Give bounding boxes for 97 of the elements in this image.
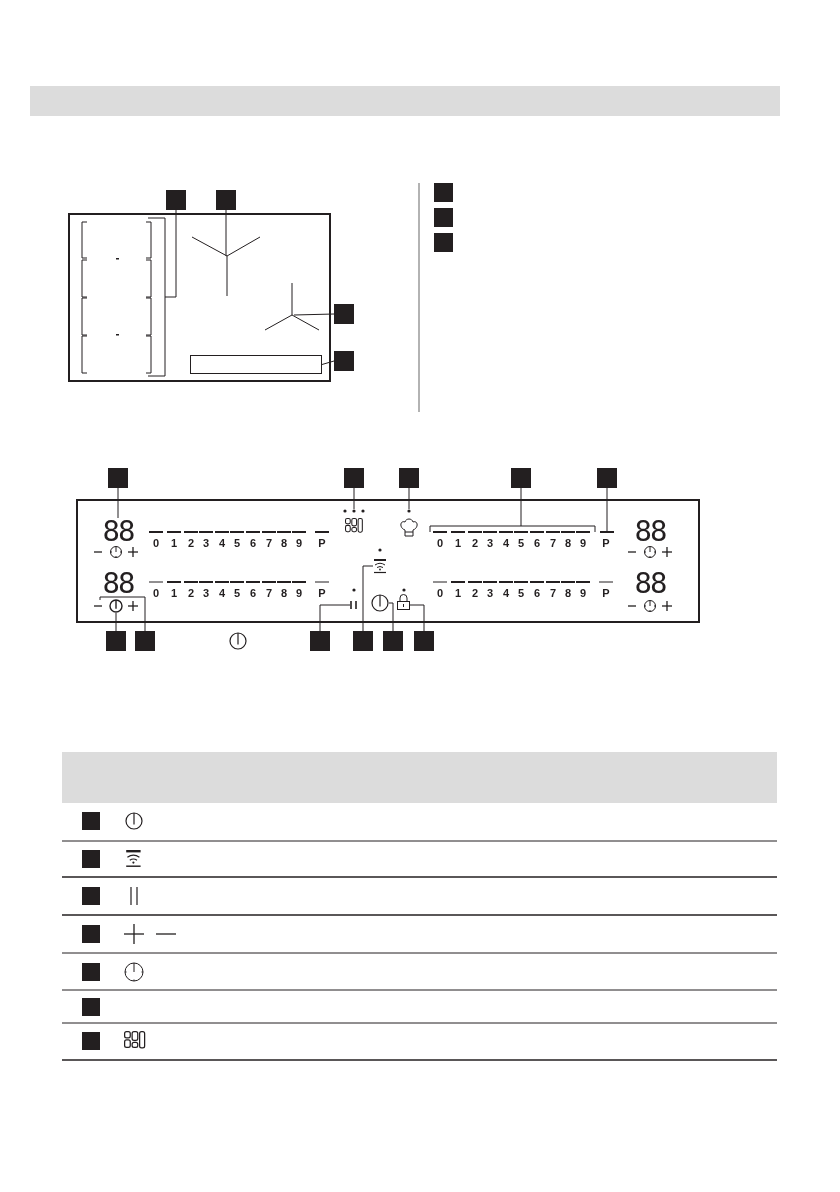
- level-number: 2: [187, 537, 195, 549]
- level-number: 6: [249, 587, 257, 599]
- level-number: 7: [549, 587, 557, 599]
- level-number: 7: [265, 537, 273, 549]
- callout-marker: [344, 468, 364, 488]
- level-number: 7: [265, 587, 273, 599]
- digit-display: 88: [632, 518, 668, 544]
- level-number: 5: [517, 587, 525, 599]
- leader-line: [409, 604, 425, 632]
- callout-marker: [434, 208, 453, 227]
- leader-line: [520, 487, 522, 527]
- bracket: [99, 596, 146, 601]
- indicator-dot: [407, 509, 411, 513]
- callout-marker: [106, 631, 126, 651]
- leader-line: [117, 487, 119, 519]
- timer-icon: [109, 599, 123, 613]
- leader-line: [388, 602, 394, 632]
- callout-marker: [82, 998, 100, 1016]
- level-number: 1: [454, 587, 462, 599]
- leader-line: [362, 565, 374, 632]
- level-number: 5: [233, 537, 241, 549]
- level-number: 5: [233, 587, 241, 599]
- cooking-zone-marker: [191, 236, 261, 297]
- power-icon: [371, 594, 389, 612]
- level-number: 8: [564, 587, 572, 599]
- level-number: 4: [218, 587, 226, 599]
- callout-marker: [82, 963, 100, 981]
- level-number: 9: [295, 587, 303, 599]
- callout-marker: [383, 631, 403, 651]
- level-number: 6: [249, 537, 257, 549]
- level-number: 3: [202, 587, 210, 599]
- leader-line: [164, 209, 177, 298]
- level-number: P: [318, 537, 326, 549]
- callout-marker: [434, 183, 453, 202]
- level-number: 3: [202, 537, 210, 549]
- callout-marker: [82, 1032, 100, 1050]
- level-number: 4: [218, 537, 226, 549]
- callout-marker: [82, 812, 100, 830]
- level-number: 8: [280, 587, 288, 599]
- shaded-band: [62, 752, 777, 803]
- level-number: 4: [502, 587, 510, 599]
- bracket: [429, 525, 596, 533]
- callout-marker: [108, 468, 128, 488]
- level-number: 0: [436, 587, 444, 599]
- callout-marker: [597, 468, 617, 488]
- shaded-band: [30, 86, 780, 116]
- level-number: 0: [152, 537, 160, 549]
- leader-line: [606, 487, 608, 532]
- leader-line: [144, 596, 146, 632]
- leader-line: [321, 360, 335, 365]
- callout-marker: [82, 925, 100, 943]
- level-number: 9: [579, 537, 587, 549]
- callout-marker: [353, 631, 373, 651]
- callout-marker: [414, 631, 434, 651]
- level-number: 1: [170, 587, 178, 599]
- leader-line: [408, 487, 410, 510]
- level-number: 6: [533, 587, 541, 599]
- digit-display: 88: [632, 570, 668, 596]
- callout-marker: [135, 631, 155, 651]
- level-number: 8: [564, 537, 572, 549]
- digit-display: 88: [100, 518, 136, 544]
- level-number: 9: [579, 587, 587, 599]
- callout-marker: [166, 190, 186, 210]
- leader-line: [353, 487, 355, 510]
- level-number: 2: [187, 587, 195, 599]
- level-number: 0: [152, 587, 160, 599]
- indicator-dot: [352, 509, 356, 513]
- pause-icon: [350, 600, 358, 610]
- digit-display: 88: [100, 570, 136, 596]
- bracket: [147, 217, 166, 377]
- callout-marker: [82, 887, 100, 905]
- lock-icon: [397, 594, 410, 610]
- hood-icon: [373, 559, 387, 573]
- level-number: 8: [280, 537, 288, 549]
- level-number: P: [602, 587, 610, 599]
- leader-line: [293, 313, 335, 316]
- leader-line: [319, 604, 351, 632]
- leader-line: [115, 612, 117, 632]
- level-number: 9: [295, 537, 303, 549]
- level-number: 1: [170, 537, 178, 549]
- callout-marker: [334, 304, 354, 324]
- callout-marker: [310, 631, 330, 651]
- leader-line: [225, 209, 227, 257]
- callout-marker: [334, 351, 354, 371]
- callout-marker: [434, 233, 453, 252]
- level-number: 2: [471, 587, 479, 599]
- outline-frame: [76, 499, 700, 623]
- callout-marker: [399, 468, 419, 488]
- outline-frame: [68, 213, 331, 382]
- level-number: P: [602, 537, 610, 549]
- level-number: P: [318, 587, 326, 599]
- callout-marker: [216, 190, 236, 210]
- callout-marker: [82, 850, 100, 868]
- control-panel-strip: [190, 355, 322, 374]
- cooking-zone-marker: [264, 282, 320, 331]
- callout-marker: [511, 468, 531, 488]
- level-number: 3: [486, 587, 494, 599]
